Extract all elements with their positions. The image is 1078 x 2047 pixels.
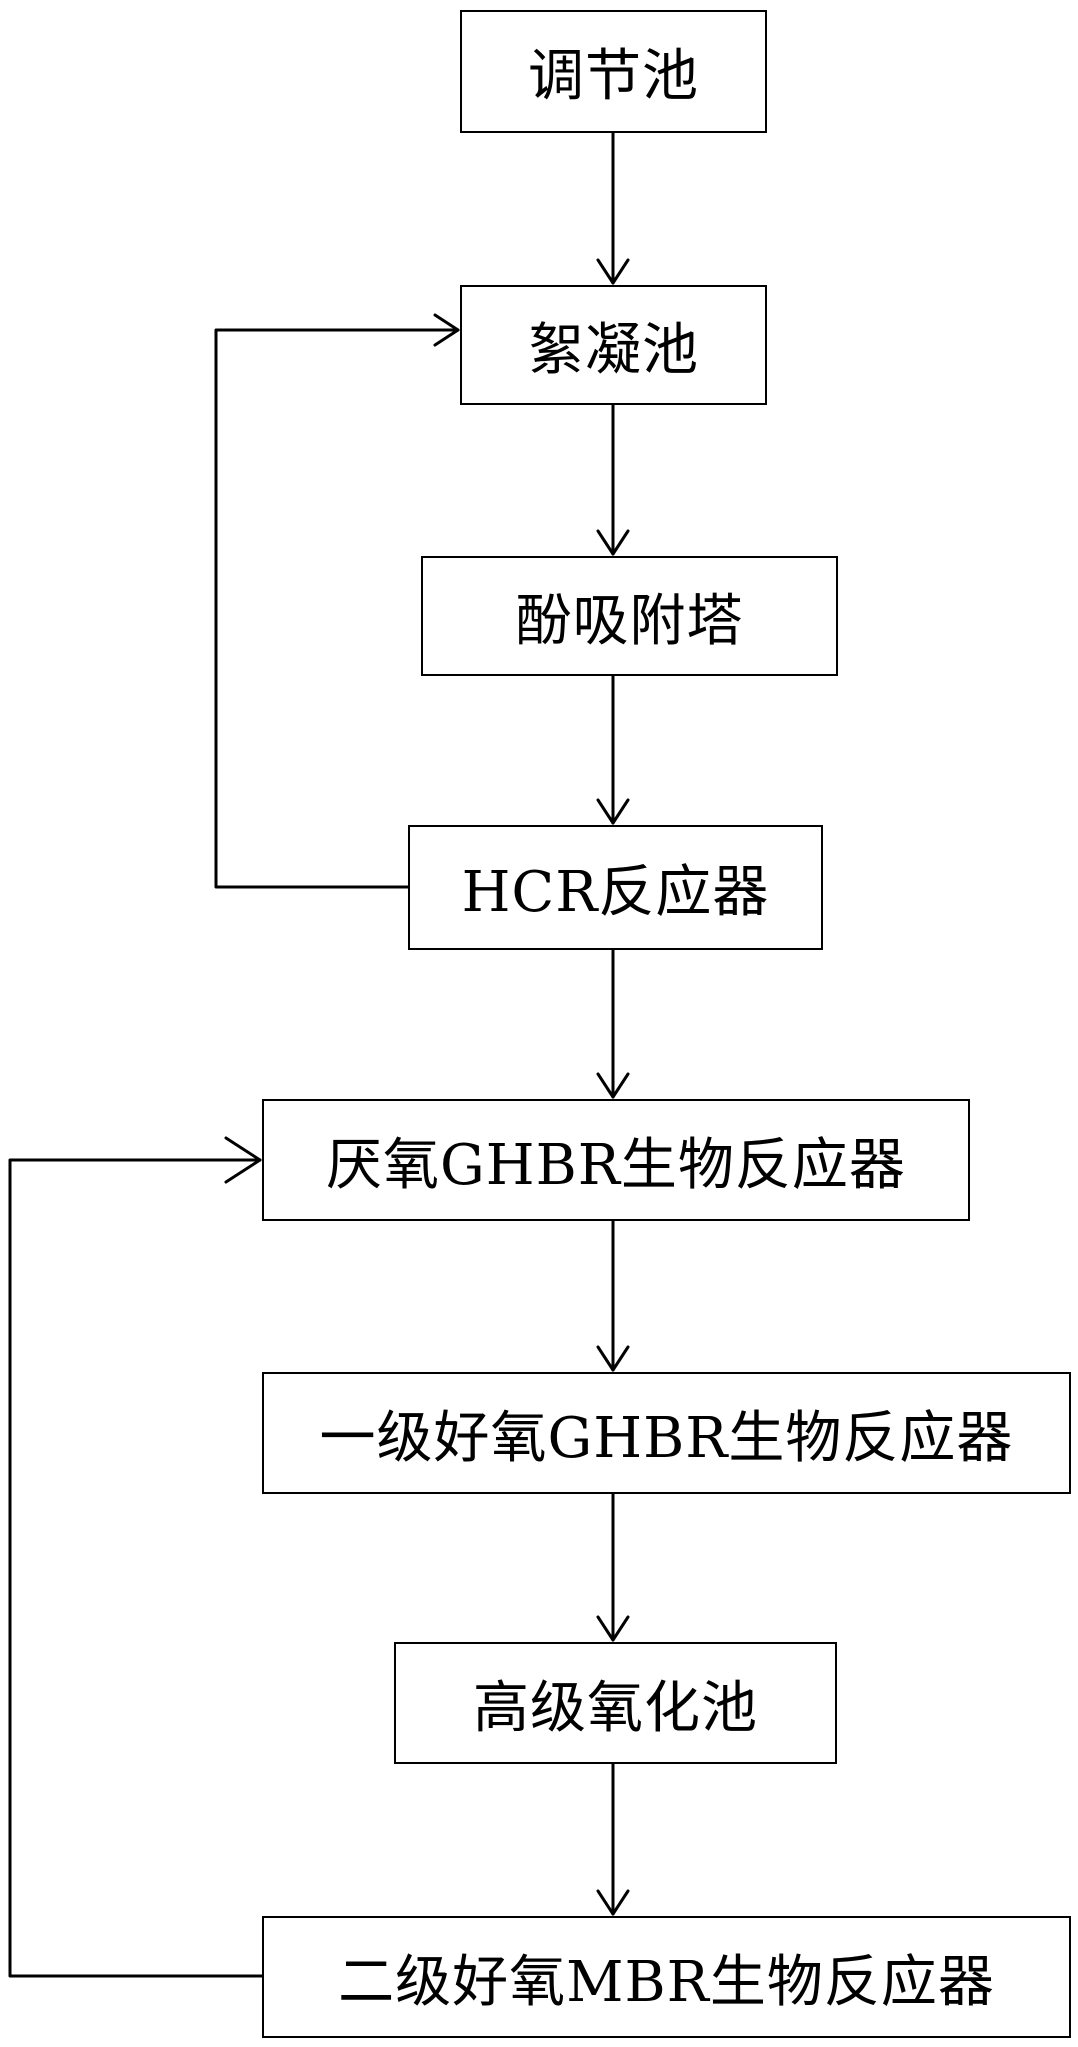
arrow-head-7 bbox=[596, 1889, 630, 1916]
feedback-head-2 bbox=[224, 1136, 262, 1184]
node-anaerobic-ghbr-reactor: 厌氧GHBR生物反应器 bbox=[262, 1099, 970, 1221]
feedback-line-1 bbox=[214, 328, 460, 889]
node-secondary-aerobic-mbr-reactor: 二级好氧MBR生物反应器 bbox=[262, 1916, 1071, 2038]
arrow-head-6 bbox=[596, 1615, 630, 1642]
node-label: 絮凝池 bbox=[528, 317, 699, 383]
node-hcr-reactor: HCR反应器 bbox=[408, 825, 823, 950]
node-label: 一级好氧GHBR生物反应器 bbox=[319, 1405, 1014, 1471]
node-phenol-adsorption-tower: 酚吸附塔 bbox=[421, 556, 838, 676]
node-label: 二级好氧MBR生物反应器 bbox=[338, 1949, 995, 2015]
arrow-head-3 bbox=[596, 798, 630, 825]
node-label: 高级氧化池 bbox=[473, 1675, 758, 1741]
node-regulating-tank: 调节池 bbox=[460, 10, 767, 133]
arrow-head-2 bbox=[596, 529, 630, 556]
feedback-line-2 bbox=[8, 1158, 264, 1978]
feedback-head-1 bbox=[433, 313, 460, 347]
arrow-head-1 bbox=[596, 258, 630, 285]
node-advanced-oxidation-tank: 高级氧化池 bbox=[394, 1642, 837, 1764]
node-label: HCR反应器 bbox=[461, 860, 770, 925]
arrow-head-4 bbox=[596, 1072, 630, 1099]
node-label: 酚吸附塔 bbox=[515, 588, 744, 654]
node-primary-aerobic-ghbr-reactor: 一级好氧GHBR生物反应器 bbox=[262, 1372, 1071, 1494]
arrow-head-5 bbox=[596, 1345, 630, 1372]
node-label: 调节池 bbox=[528, 44, 699, 109]
node-label: 厌氧GHBR生物反应器 bbox=[326, 1132, 906, 1198]
node-flocculation-tank: 絮凝池 bbox=[460, 285, 767, 405]
